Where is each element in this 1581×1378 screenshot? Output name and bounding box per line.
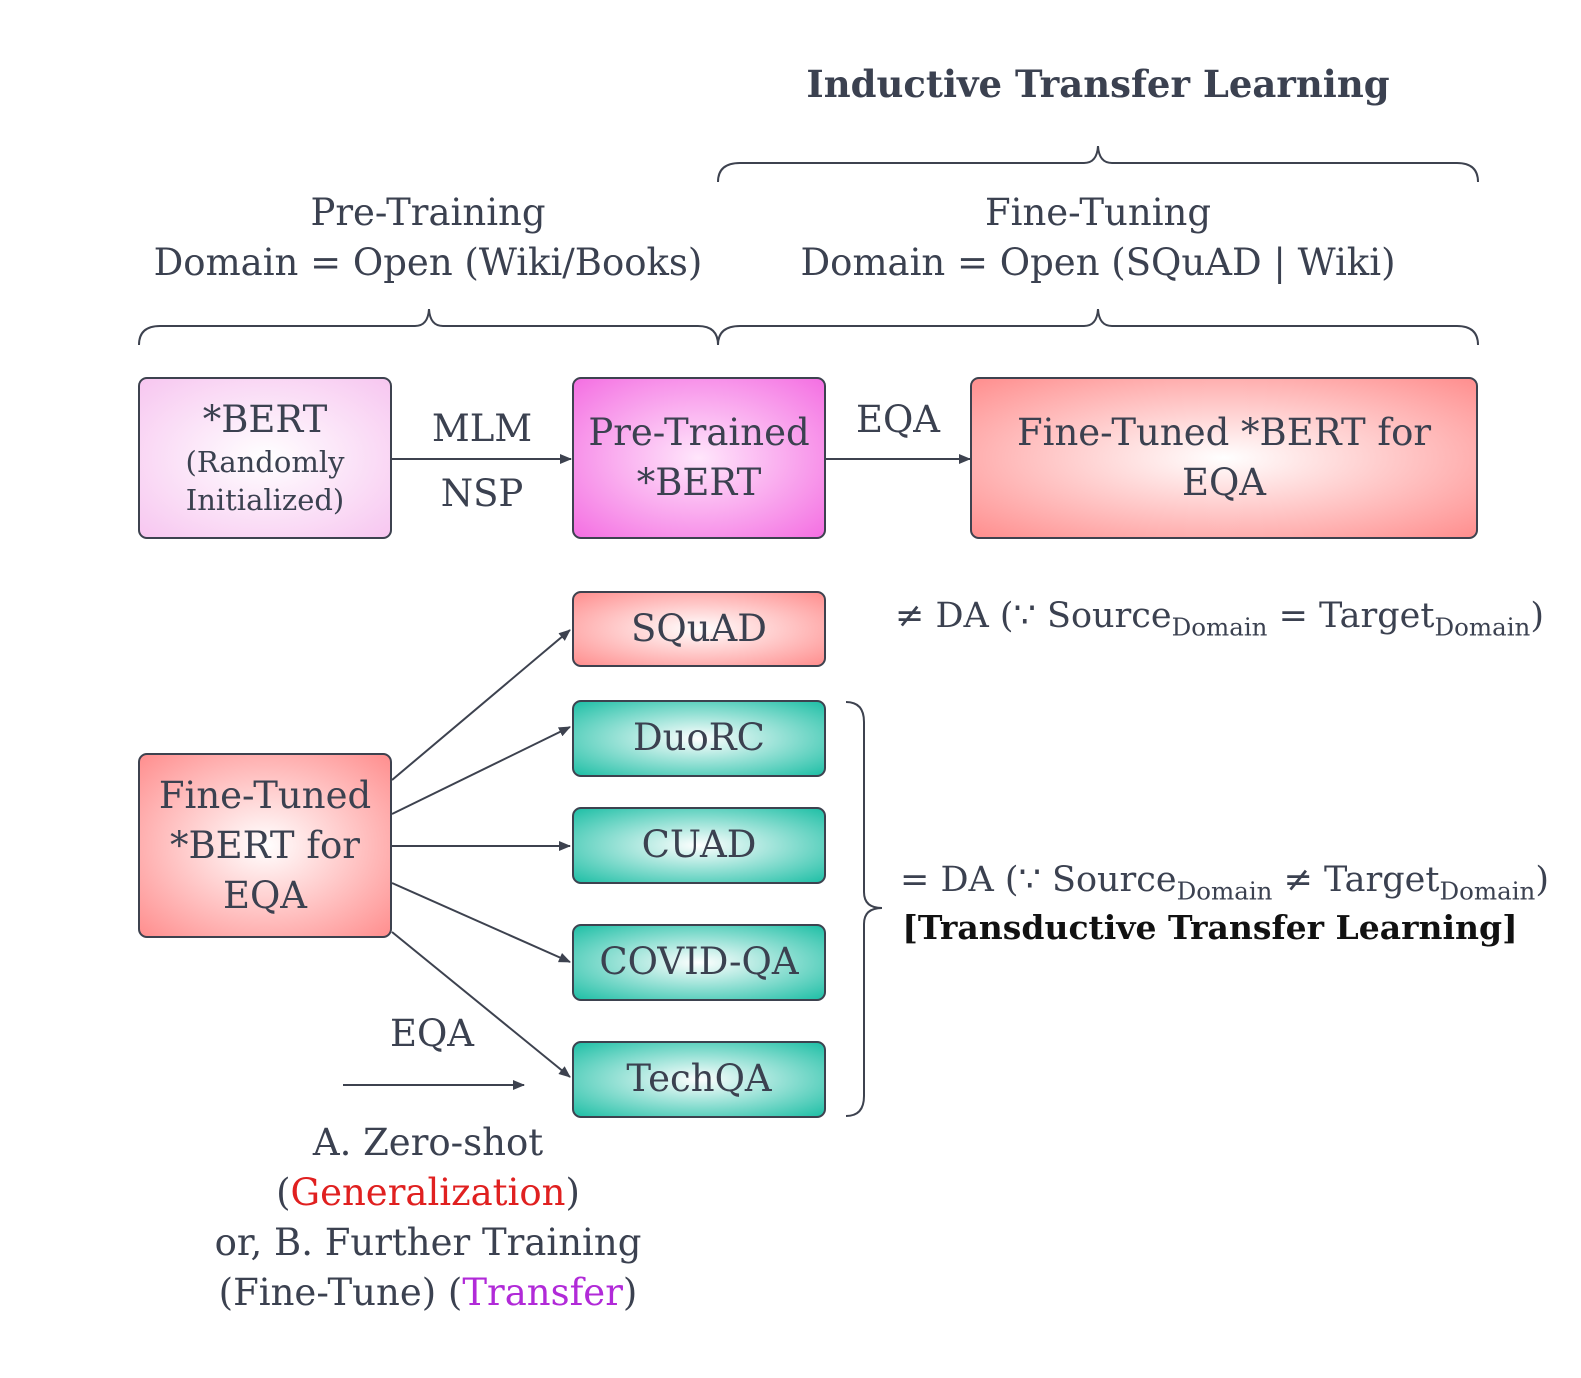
not-da-sub2: Domain	[1434, 612, 1531, 642]
dataset-duorc: DuoRC	[572, 700, 826, 777]
label-pretraining-line2: Domain = Open (Wiki/Books)	[153, 241, 703, 284]
edge-label-eqa-legend: EQA	[389, 1012, 475, 1055]
node-finetuned-top-line2: EQA	[1181, 461, 1267, 504]
node-bert-random-sub1: (Randomly	[185, 445, 345, 479]
label-pretraining: Pre-Training Domain = Open (Wiki/Books)	[128, 188, 728, 288]
label-finetuning: Fine-Tuning Domain = Open (SQuAD | Wiki)	[748, 188, 1448, 288]
legend-line4: (Fine-Tune) (Transfer)	[178, 1268, 678, 1318]
node-pretrained-line2: *BERT	[636, 461, 762, 504]
not-da-sub1: Domain	[1171, 612, 1268, 642]
not-da-prefix: ≠ DA (∵ Source	[895, 596, 1172, 636]
node-finetuned-left-line2: *BERT for	[169, 823, 360, 867]
arrow-to-duorc	[391, 726, 571, 815]
eq-da-sub1: Domain	[1176, 876, 1273, 906]
legend-line2: (Generalization)	[178, 1168, 678, 1218]
eq-da-mid: ≠ Target	[1272, 860, 1440, 900]
brace-pretraining	[138, 308, 719, 346]
node-finetuned-top-line1: Fine-Tuned *BERT for	[1016, 411, 1432, 454]
label-finetuning-line2: Domain = Open (SQuAD | Wiki)	[800, 241, 1396, 284]
dataset-techqa: TechQA	[572, 1041, 826, 1118]
arrow-to-squad	[391, 629, 571, 781]
legend-line1: A. Zero-shot	[312, 1121, 544, 1164]
dataset-cuad: CUAD	[572, 807, 826, 884]
dataset-squad: SQuAD	[572, 591, 826, 667]
brace-finetuning	[717, 308, 1479, 346]
label-eq-da: = DA (∵ SourceDomain ≠ TargetDomain)	[900, 860, 1549, 906]
legend-line4-prefix: (Fine-Tune) (	[218, 1271, 463, 1314]
node-pretrained-line1: Pre-Trained	[588, 411, 810, 454]
edge-label-eqa-top: EQA	[855, 398, 941, 441]
legend-line4-suffix: )	[622, 1271, 638, 1314]
legend-text: A. Zero-shot (Generalization) or, B. Fur…	[178, 1118, 678, 1318]
edge-label-mlm: MLM	[431, 407, 533, 450]
node-finetuned-left: Fine-Tuned *BERT for EQA	[138, 753, 392, 938]
label-not-da: ≠ DA (∵ SourceDomain = TargetDomain)	[895, 596, 1544, 642]
eq-da-suffix: )	[1535, 860, 1549, 900]
legend-generalization: Generalization	[290, 1171, 566, 1214]
brace-inductive	[717, 145, 1479, 183]
not-da-suffix: )	[1530, 596, 1544, 636]
label-transductive: [Transductive Transfer Learning]	[902, 908, 1518, 947]
brace-transductive	[845, 701, 883, 1117]
legend-line3: or, B. Further Training	[214, 1221, 642, 1264]
label-pretraining-line1: Pre-Training	[310, 191, 546, 234]
title-inductive-transfer: Inductive Transfer Learning	[806, 62, 1390, 106]
node-pretrained-bert: Pre-Trained *BERT	[572, 377, 826, 539]
node-bert-random-title: *BERT	[202, 398, 328, 441]
label-finetuning-line1: Fine-Tuning	[984, 191, 1212, 234]
node-finetuned-left-line1: Fine-Tuned	[158, 773, 372, 817]
edge-label-nsp: NSP	[440, 472, 524, 515]
eq-da-prefix: = DA (∵ Source	[900, 860, 1177, 900]
node-finetuned-left-line3: EQA	[222, 873, 308, 917]
node-bert-random-sub2: Initialized)	[185, 483, 345, 517]
node-finetuned-top: Fine-Tuned *BERT for EQA	[970, 377, 1478, 539]
eq-da-sub2: Domain	[1439, 876, 1536, 906]
node-bert-random: *BERT (Randomly Initialized)	[138, 377, 392, 539]
legend-gen-close: )	[565, 1171, 580, 1214]
arrow-to-techqa	[391, 931, 571, 1078]
legend-transfer: Transfer	[462, 1271, 623, 1314]
not-da-mid: = Target	[1267, 596, 1435, 636]
legend-gen-open: (	[276, 1171, 291, 1214]
arrow-to-covidqa	[391, 882, 571, 963]
dataset-covid-qa: COVID-QA	[572, 924, 826, 1001]
